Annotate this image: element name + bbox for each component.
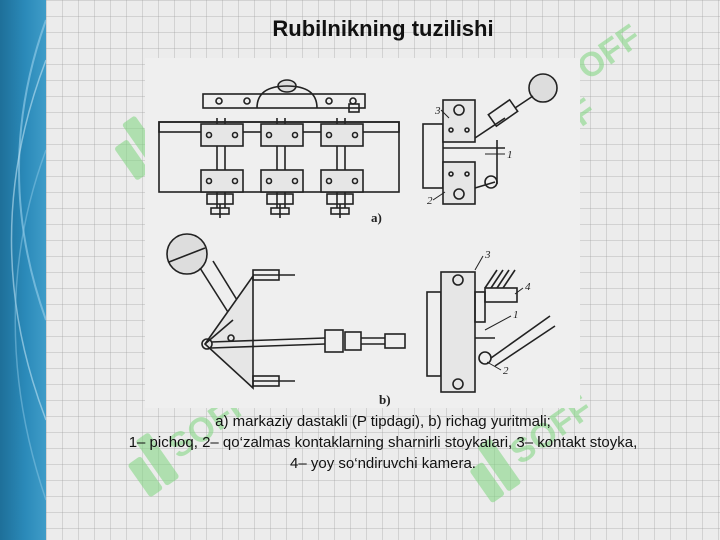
side-view-a [422, 73, 558, 205]
part-label-b-2: 2 [503, 365, 509, 377]
switch-diagram: a) b) 3 1 2 3 4 1 2 [145, 58, 580, 408]
front-view-a [158, 79, 400, 218]
figure-caption: a) markaziy dastakli (P tipdagi), b) ric… [46, 411, 720, 474]
part-label-a-2: 2 [427, 195, 433, 207]
caption-line-2: 1– pichoq, 2– qo‘zalmas kontaklarning sh… [128, 434, 638, 451]
part-label-b-1: 1 [513, 309, 519, 321]
part-label-a-1: 1 [507, 149, 513, 161]
part-label-a-3: 3 [434, 105, 441, 117]
part-label-b-4: 4 [525, 281, 531, 293]
slide-title: Rubilnikning tuzilishi [272, 16, 494, 41]
figure-label-a: a) [371, 210, 382, 225]
side-decoration-band [0, 0, 46, 540]
part-label-b-3: 3 [484, 249, 491, 261]
caption-line-3: 4– yoy so‘ndiruvchi kamera. [290, 455, 476, 472]
caption-line-1: a) markaziy dastakli (P tipdagi), b) ric… [215, 413, 551, 430]
band-curves [10, 19, 46, 501]
figure-label-b: b) [379, 392, 391, 407]
switch-diagram-drawing: a) b) 3 1 2 3 4 1 2 [158, 73, 558, 407]
lever-drive-b [166, 233, 556, 393]
